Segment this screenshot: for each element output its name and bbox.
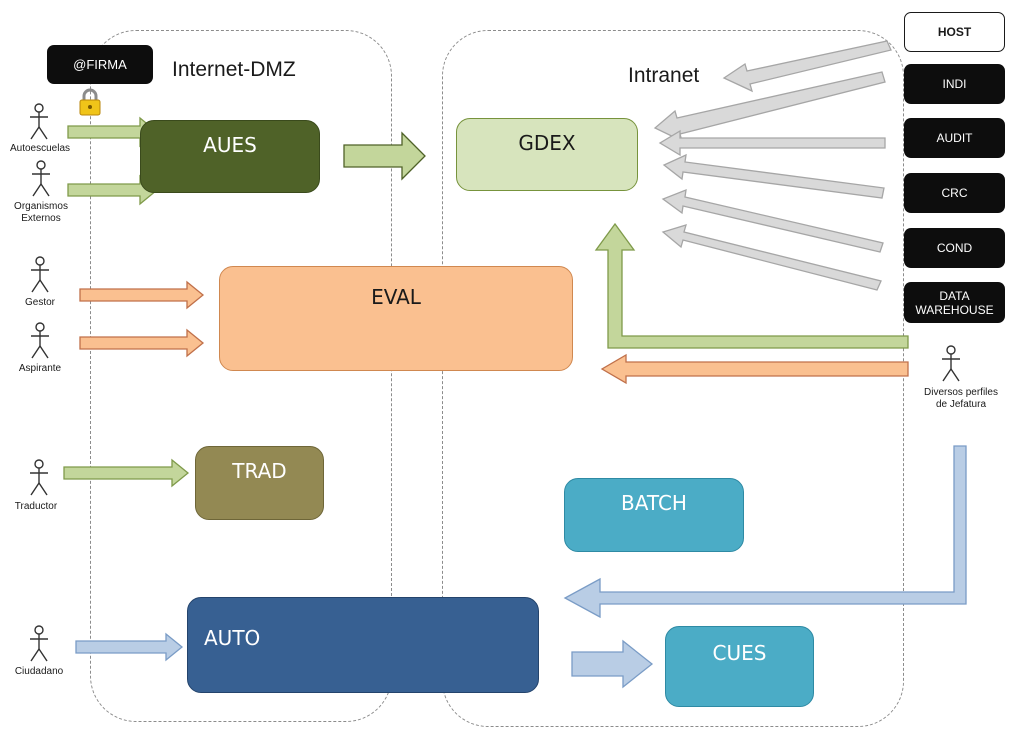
host-box[interactable]: HOST <box>904 12 1005 52</box>
datawarehouse-box[interactable]: DATA WAREHOUSE <box>904 282 1005 323</box>
arrow-jefatura-gdex <box>594 222 909 349</box>
aues-box[interactable]: AUES <box>140 120 320 193</box>
arrow-audit-gdex <box>658 129 886 157</box>
traductor-label: Traductor <box>14 501 58 512</box>
eval-label: EVAL <box>371 285 421 309</box>
batch-box[interactable]: BATCH <box>564 478 744 552</box>
indi-box[interactable]: INDI <box>904 64 1005 104</box>
arrow-aues-gdex <box>343 131 426 181</box>
arrow-gestor-eval <box>79 280 205 310</box>
arrow-indi-gdex <box>653 71 886 143</box>
arrow-datawarehouse-gdex <box>661 224 882 291</box>
intranet-label: Intranet <box>628 64 700 87</box>
autoescuelas-label: Autoescuelas <box>9 143 71 154</box>
auto-label: AUTO <box>204 626 261 650</box>
arrow-crc-gdex <box>662 153 885 199</box>
eval-box[interactable]: EVAL <box>219 266 573 371</box>
organismos-actor-icon <box>32 160 50 197</box>
batch-label: BATCH <box>621 491 687 515</box>
aues-label: AUES <box>203 133 257 157</box>
arrow-jefatura-auto <box>563 445 967 619</box>
internet-dmz-zone <box>90 30 392 722</box>
traductor-actor-icon <box>30 459 48 496</box>
crc-box[interactable]: CRC <box>904 173 1005 213</box>
gestor-label: Gestor <box>24 297 55 308</box>
intranet-zone <box>442 30 904 727</box>
arrow-auto-cues <box>571 639 654 689</box>
organismos-label: Organismos Externos <box>14 201 68 224</box>
audit-box[interactable]: AUDIT <box>904 118 1005 158</box>
arrow-host-intranet <box>722 40 892 93</box>
internet-dmz-label: Internet-DMZ <box>172 58 296 81</box>
ciudadano-actor-icon <box>30 625 48 662</box>
aspirante-label: Aspirante <box>18 363 62 374</box>
jefatura-actor-icon <box>942 345 960 382</box>
jefatura-label: Diversos perfiles de Jefatura <box>924 387 998 410</box>
firma-box[interactable]: @FIRMA <box>47 45 153 84</box>
cues-box[interactable]: CUES <box>665 626 814 707</box>
gdex-label: GDEX <box>518 131 576 155</box>
arrow-cond-gdex <box>661 188 884 253</box>
gestor-actor-icon <box>31 256 49 293</box>
trad-box[interactable]: TRAD <box>195 446 324 520</box>
arrow-aspirante-eval <box>79 328 205 358</box>
ciudadano-label: Ciudadano <box>14 666 64 677</box>
arrow-jefatura-eval <box>600 353 909 385</box>
cues-label: CUES <box>712 641 767 665</box>
padlock-icon <box>79 88 101 116</box>
trad-label: TRAD <box>232 459 287 483</box>
cond-box[interactable]: COND <box>904 228 1005 268</box>
auto-box[interactable]: AUTO <box>187 597 539 693</box>
autoescuelas-actor-icon <box>30 103 48 140</box>
arrow-ciudadano-auto <box>75 632 184 662</box>
aspirante-actor-icon <box>31 322 49 359</box>
arrow-traductor-trad <box>63 458 190 488</box>
gdex-box[interactable]: GDEX <box>456 118 638 191</box>
